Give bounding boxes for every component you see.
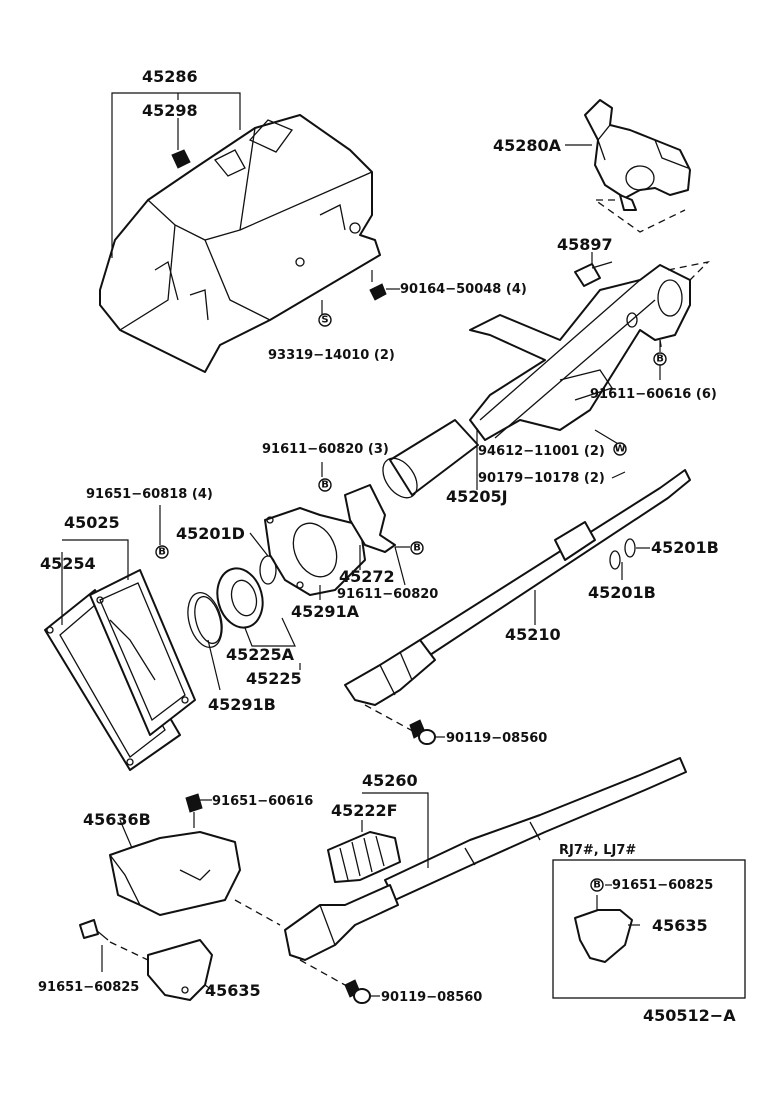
- marker-b-circle-4: B: [410, 541, 424, 555]
- label-45254: 45254: [40, 554, 96, 573]
- shaft-45210-part: [344, 469, 691, 736]
- marker-w: W: [614, 444, 625, 455]
- label-45201B-right: 45201B: [651, 538, 719, 557]
- inset-box: [552, 859, 746, 999]
- label-90164-50048: 90164−50048 (4): [400, 282, 527, 297]
- bolt-90119-upper-part: [409, 719, 436, 745]
- bolt-45897-part: [574, 261, 613, 287]
- bearing-45225-part: [216, 567, 264, 629]
- bolt-91651-60616-part: [185, 793, 203, 828]
- label-inset-title: RJ7#, LJ7#: [559, 843, 636, 858]
- marker-b-5: B: [593, 880, 601, 891]
- marker-s-circle: S: [318, 313, 332, 327]
- flange-45291A-part: [264, 507, 366, 596]
- oring-45291B-part: [187, 591, 223, 649]
- label-91651-60825-inset: 91651−60825: [612, 878, 713, 893]
- label-45286: 45286: [142, 67, 198, 86]
- label-45291A: 45291A: [291, 602, 360, 621]
- label-90179-10178: 90179−10178 (2): [478, 471, 605, 486]
- label-91611-60820: 91611−60820: [337, 587, 438, 602]
- label-45201D: 45201D: [176, 524, 245, 543]
- label-93319-14010: 93319−14010 (2): [268, 348, 395, 363]
- column-cover-part: [99, 114, 381, 373]
- label-45280A: 45280A: [493, 136, 562, 155]
- label-45260: 45260: [362, 771, 418, 790]
- label-45897: 45897: [557, 235, 613, 254]
- marker-b-4: B: [413, 543, 421, 554]
- label-91611-60820-3: 91611−60820 (3): [262, 442, 389, 457]
- marker-b-circle-3: B: [155, 545, 169, 559]
- leader-lines: [61, 92, 661, 997]
- clamp-45272-part: [344, 484, 396, 553]
- marker-b-circle-2: B: [318, 478, 332, 492]
- marker-s: S: [321, 315, 328, 326]
- marker-b-circle-5: B: [590, 878, 604, 892]
- marker-b-1: B: [656, 354, 664, 365]
- bracket-45635-part: [147, 939, 213, 1001]
- label-45636B: 45636B: [83, 810, 151, 829]
- label-91651-60616: 91651−60616: [212, 794, 313, 809]
- label-90119-08560-lower: 90119−08560: [381, 990, 482, 1005]
- label-45225A: 45225A: [226, 645, 295, 664]
- label-45025: 45025: [64, 513, 120, 532]
- marker-w-circle: W: [613, 442, 627, 456]
- label-45210: 45210: [505, 625, 561, 644]
- label-45205J: 45205J: [446, 487, 508, 506]
- label-45635-inset: 45635: [652, 916, 708, 935]
- marker-b-3: B: [158, 547, 166, 558]
- label-45272: 45272: [339, 567, 395, 586]
- label-45225: 45225: [246, 669, 302, 688]
- label-91611-60616: 91611−60616 (6): [590, 387, 717, 402]
- switch-assembly-part: [584, 99, 691, 233]
- bolt-91651-60825-part: [79, 919, 149, 961]
- marker-b-circle-1: B: [653, 352, 667, 366]
- label-45291B: 45291B: [208, 695, 276, 714]
- snap-rings-45201B-part: [609, 538, 636, 570]
- label-91651-60818: 91651−60818 (4): [86, 487, 213, 502]
- label-45298: 45298: [142, 101, 198, 120]
- sleeve-45205J-part: [382, 419, 479, 499]
- cover-45636B-part: [109, 831, 281, 926]
- label-91651-60825: 91651−60825: [38, 980, 139, 995]
- bolt-90164-part: [369, 270, 387, 301]
- label-94612-11001: 94612−11001 (2): [478, 444, 605, 459]
- diagram-code: 450512−A: [643, 1006, 736, 1025]
- label-45635: 45635: [205, 981, 261, 1000]
- marker-b-2: B: [321, 480, 329, 491]
- intermediate-shaft-45260-part: [284, 757, 687, 961]
- boot-45222F-part: [327, 831, 401, 883]
- clip-45298-part: [171, 149, 191, 169]
- label-45201B-lower: 45201B: [588, 583, 656, 602]
- label-45222F: 45222F: [331, 801, 398, 820]
- bolt-90119-lower-part: [299, 959, 371, 1004]
- plate-45025-part: [89, 569, 196, 736]
- label-90119-08560-upper: 90119−08560: [446, 731, 547, 746]
- snap-ring-45201D-part: [259, 555, 277, 585]
